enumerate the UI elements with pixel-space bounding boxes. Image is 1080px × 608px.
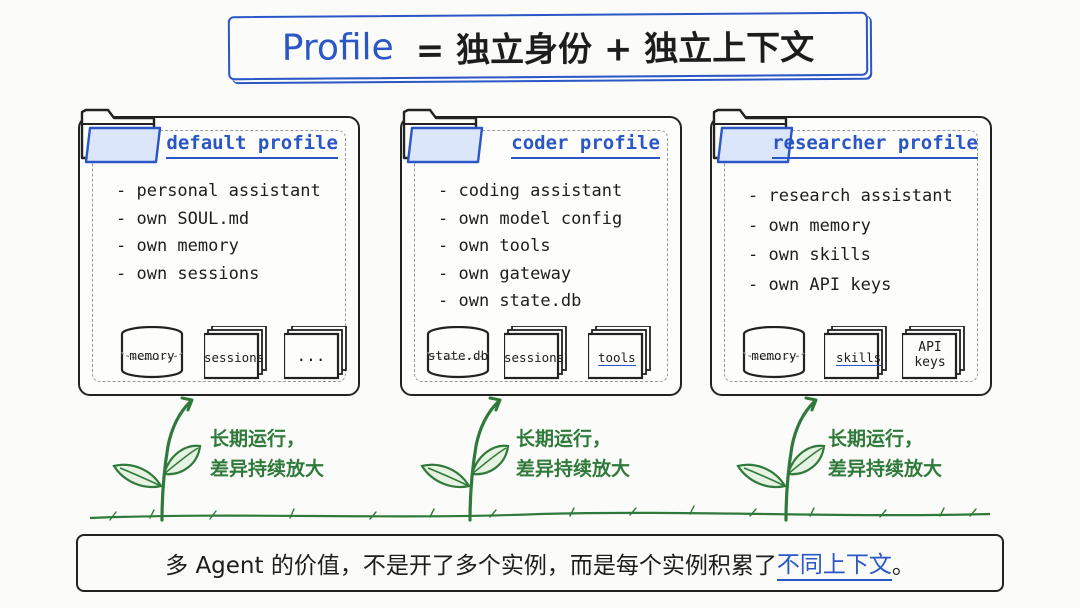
growth-caption-line: 差异持续放大 <box>828 458 943 480</box>
store-label: memory <box>751 348 797 363</box>
profile-feature: own memory <box>748 212 953 242</box>
summary-banner: 多 Agent 的价值，不是开了多个实例，而是每个实例积累了不同上下文。 <box>76 534 1004 592</box>
growth-caption-line: 长期运行， <box>828 428 924 450</box>
profile-title: default profile <box>166 132 338 159</box>
profile-feature: coding assistant <box>438 178 622 206</box>
growth-caption-line: 差异持续放大 <box>210 458 325 480</box>
profile-card-coder: coder profile coding assistant own model… <box>400 108 682 396</box>
profile-feature: own API keys <box>748 271 953 301</box>
store-label: API keys <box>914 340 946 370</box>
growth-caption: 长期运行， 差异持续放大 <box>828 424 942 484</box>
title-equation: = 独立身份 + 独立上下文 <box>415 27 815 71</box>
profile-feature: research assistant <box>748 182 952 212</box>
profile-feature: own model config <box>438 206 622 234</box>
growth-caption-line: 长期运行， <box>210 428 306 450</box>
profile-feature: own gateway <box>438 261 622 289</box>
sessions-stack: sessions <box>202 324 268 382</box>
profile-feature: own sessions <box>116 261 321 289</box>
store-label: tools <box>598 350 636 366</box>
title-banner: Profile = 独立身份 + 独立上下文 <box>227 11 869 81</box>
store-label: memory <box>129 348 175 363</box>
profile-feature-list: research assistant own memory own skills… <box>748 182 953 301</box>
profile-card-default: default profile personal assistant own S… <box>78 108 360 396</box>
skills-stack: skills <box>822 324 888 382</box>
sessions-stack: sessions <box>502 324 568 382</box>
folder-icon <box>80 108 162 164</box>
card-dashed-border <box>414 130 668 382</box>
growth-caption-line: 差异持续放大 <box>516 458 631 480</box>
card-dashed-border <box>724 130 978 382</box>
store-label: sessions <box>504 350 565 365</box>
profile-feature: own SOUL.md <box>116 206 321 234</box>
growth-caption: 长期运行， 差异持续放大 <box>210 424 324 484</box>
growth-caption: 长期运行， 差异持续放大 <box>516 424 630 484</box>
more-stack: ... <box>282 324 348 382</box>
profile-title: researcher profile <box>772 132 978 159</box>
store-label: ... <box>296 346 326 365</box>
profile-feature-list: coding assistant own model config own to… <box>438 178 622 316</box>
card-dashed-border <box>92 130 346 382</box>
state-database: state.db <box>426 325 490 382</box>
profile-title: coder profile <box>511 132 660 159</box>
store-label: skills <box>836 350 882 366</box>
profile-feature: own tools <box>438 233 622 261</box>
profile-feature: personal assistant <box>116 178 320 206</box>
profile-feature: own memory <box>116 233 321 261</box>
profile-feature: own state.db <box>438 288 622 316</box>
summary-text: 多 Agent 的价值，不是开了多个实例，而是每个实例积累了 <box>165 553 777 579</box>
folder-icon <box>402 108 484 164</box>
profile-feature-list: personal assistant own SOUL.md own memor… <box>116 178 321 289</box>
tools-stack: tools <box>586 324 652 382</box>
summary-suffix: 。 <box>891 553 915 579</box>
api-keys-stack: API keys <box>900 324 966 382</box>
summary-highlight: 不同上下文 <box>776 545 892 581</box>
ground-line <box>90 505 990 521</box>
store-label-text: skills <box>836 350 882 366</box>
profile-card-researcher: researcher profile research assistant ow… <box>710 108 992 396</box>
memory-database: memory <box>742 325 806 382</box>
title-profile-word: Profile <box>281 26 394 69</box>
profile-feature: own skills <box>748 241 953 271</box>
store-label: sessions <box>204 350 265 365</box>
store-label: state.db <box>427 348 489 363</box>
memory-database: memory <box>120 325 184 382</box>
growth-caption-line: 长期运行， <box>516 428 612 450</box>
store-label-text: tools <box>598 350 636 366</box>
